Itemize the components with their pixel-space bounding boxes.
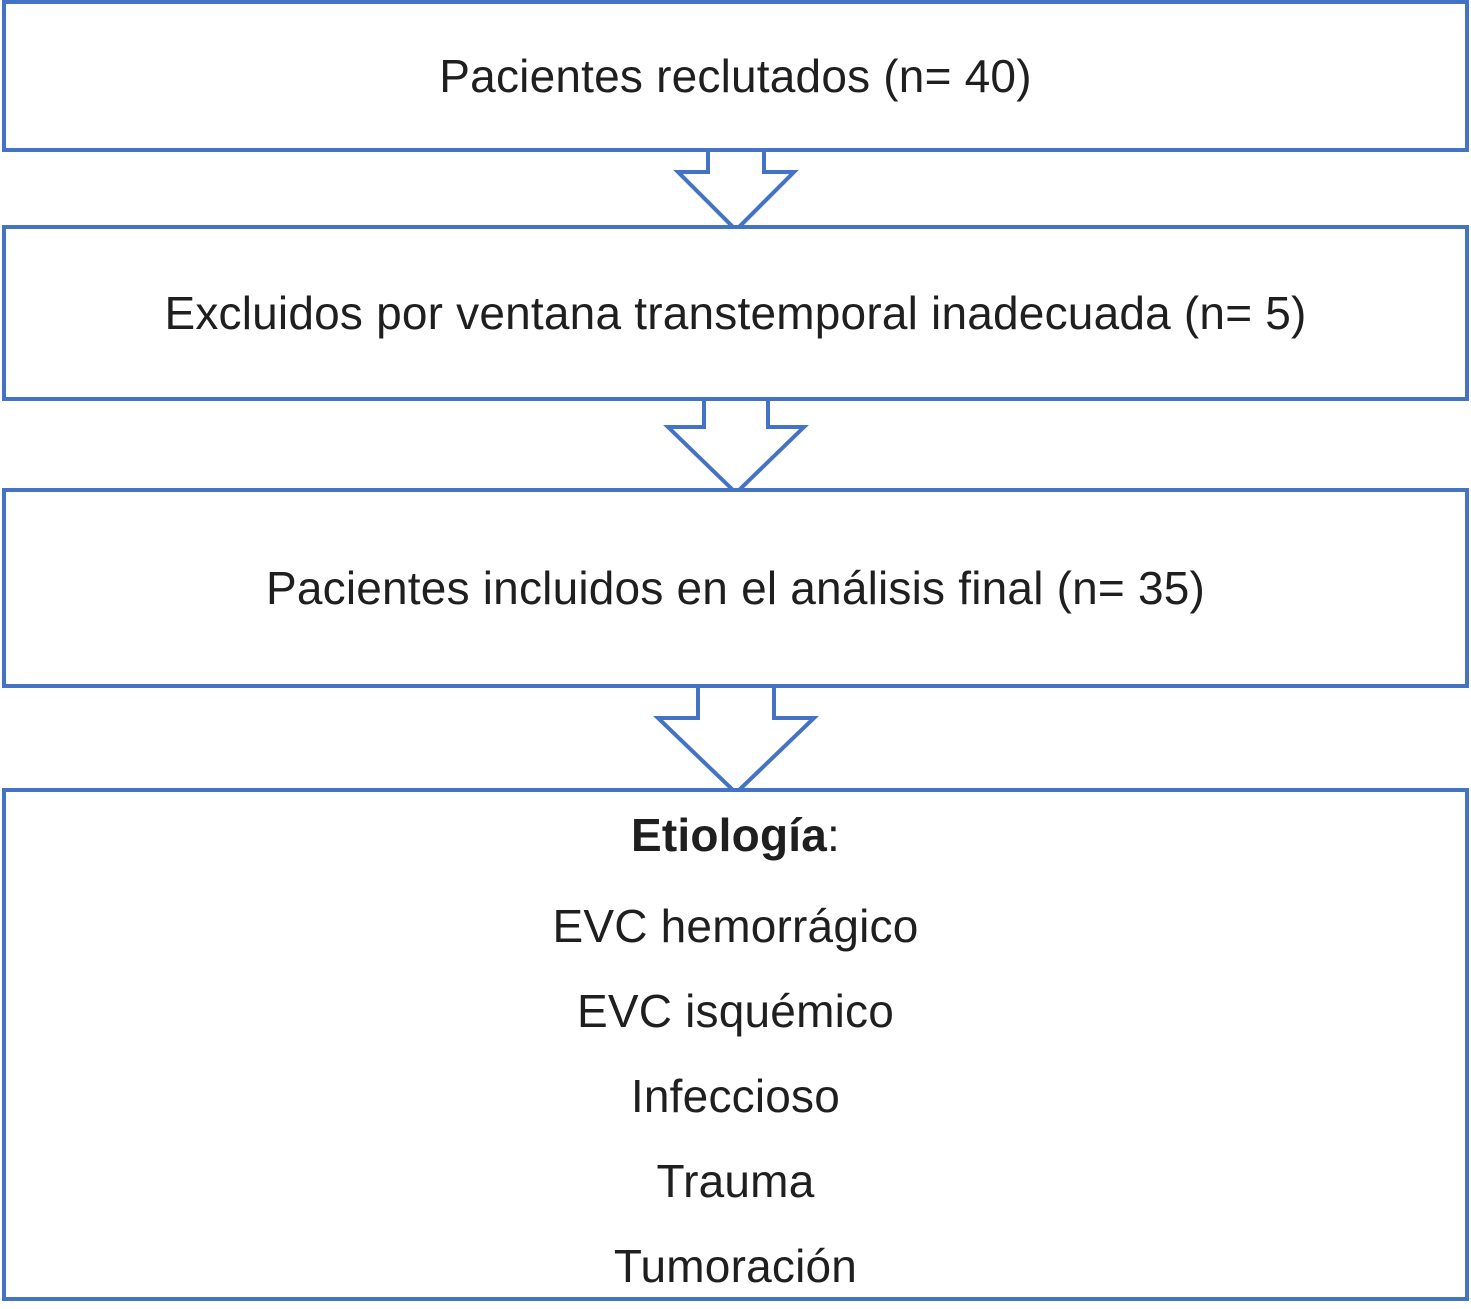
etiology-box: Etiología: EVC hemorrágico EVC isquémico…	[2, 788, 1469, 1301]
etiology-list: EVC hemorrágico EVC isquémico Infeccioso…	[552, 884, 918, 1309]
etiology-heading-label: Etiología	[630, 809, 828, 861]
step-box-excluded: Excluidos por ventana transtemporal inad…	[2, 225, 1469, 401]
down-arrow-icon	[653, 682, 819, 796]
step-box-recruited: Pacientes reclutados (n= 40)	[2, 0, 1469, 152]
etiology-item: EVC hemorrágico	[552, 900, 919, 952]
step-label: Excluidos por ventana transtemporal inad…	[164, 287, 1307, 339]
etiology-heading-colon: :	[827, 809, 840, 861]
etiology-item: Tumoración	[613, 1240, 858, 1292]
etiology-item: Trauma	[656, 1155, 815, 1207]
step-label: Pacientes incluidos en el análisis final…	[265, 562, 1206, 614]
down-arrow-icon	[663, 395, 809, 496]
etiology-item: Infeccioso	[630, 1070, 841, 1122]
step-box-included: Pacientes incluidos en el análisis final…	[2, 488, 1469, 688]
etiology-item: EVC isquémico	[576, 985, 895, 1037]
etiology-heading: Etiología:	[631, 800, 840, 870]
step-label: Pacientes reclutados (n= 40)	[439, 50, 1032, 102]
down-arrow-icon	[673, 146, 799, 233]
